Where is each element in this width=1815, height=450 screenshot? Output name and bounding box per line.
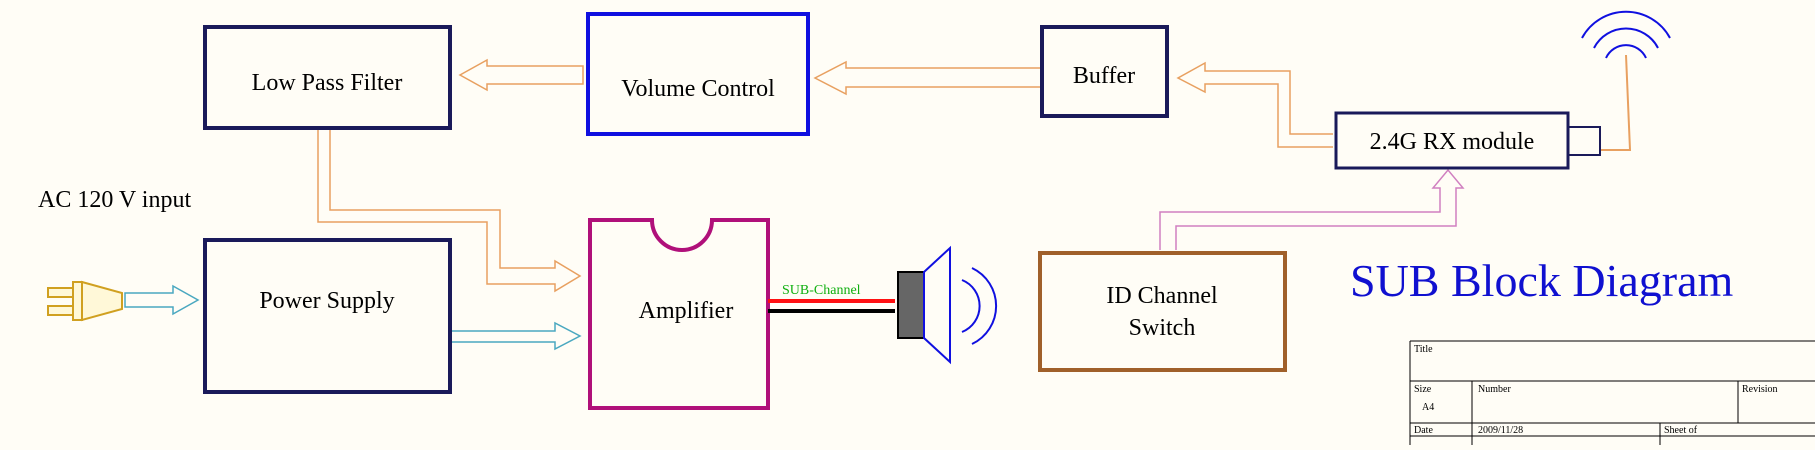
volume-control-block: Volume Control — [586, 12, 810, 136]
low-pass-filter-label: Low Pass Filter — [252, 70, 403, 96]
ac-input-label: AC 120 V input — [38, 187, 191, 213]
arrow-buffer-to-volume — [813, 60, 1043, 96]
volume-control-label: Volume Control — [621, 76, 775, 102]
buffer-block: Buffer — [1040, 25, 1169, 118]
diagram-title: SUB Block Diagram — [1350, 255, 1734, 306]
title-block-sheet-label: Sheet of — [1664, 425, 1698, 436]
rx-antenna-connector — [1567, 126, 1601, 156]
rx-module-block: 2.4G RX module — [1334, 111, 1601, 170]
antenna-wire — [1600, 54, 1632, 151]
title-block-text: Title Size A4 Number Revision Date 2009/… — [1414, 344, 1778, 436]
rx-module-label: 2.4G RX module — [1370, 129, 1535, 155]
title-block-size-value: A4 — [1422, 402, 1434, 413]
power-supply-block: Power Supply — [203, 238, 452, 394]
id-channel-switch-block: ID Channel Switch — [1038, 251, 1287, 372]
arrow-volume-to-lpf — [458, 58, 584, 92]
sub-channel-label: SUB-Channel — [782, 283, 861, 298]
antenna-icon — [1581, 10, 1671, 59]
low-pass-filter-block: Low Pass Filter — [203, 25, 452, 130]
title-block-title-label: Title — [1414, 344, 1433, 355]
title-block-revision-label: Revision — [1742, 384, 1778, 395]
arrow-lpf-to-amplifier — [317, 128, 582, 293]
title-block — [1409, 340, 1815, 445]
arrow-power-to-amplifier — [449, 321, 582, 351]
amplifier-label: Amplifier — [639, 298, 734, 324]
buffer-label: Buffer — [1073, 63, 1135, 89]
id-channel-switch-label-line1: ID Channel — [1106, 283, 1218, 309]
title-block-date-label: Date — [1414, 425, 1433, 436]
title-block-number-label: Number — [1478, 384, 1511, 395]
arrow-id-to-rx — [1159, 168, 1465, 250]
title-block-size-label: Size — [1414, 384, 1432, 395]
power-supply-label: Power Supply — [259, 288, 394, 314]
speaker-icon — [897, 245, 998, 365]
arrow-rx-to-buffer — [1176, 61, 1333, 148]
title-block-date-value: 2009/11/28 — [1478, 425, 1523, 436]
arrow-plug-to-power — [124, 284, 200, 316]
power-plug-icon — [47, 280, 123, 322]
speaker-wires: SUB-Channel — [768, 283, 895, 313]
id-channel-switch-label-line2: Switch — [1129, 315, 1196, 341]
amplifier-block: Amplifier — [588, 218, 770, 410]
